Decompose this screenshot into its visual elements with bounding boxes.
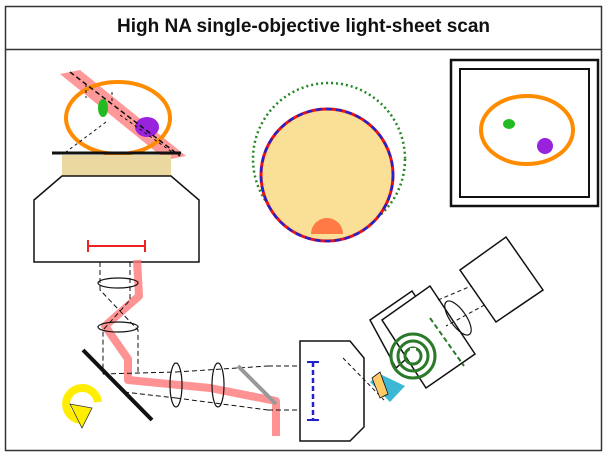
relay-lens-1	[169, 362, 183, 408]
camera-body	[458, 235, 545, 324]
relay-ray	[102, 262, 131, 374]
galvo-mirror	[81, 348, 154, 422]
scan-lens	[97, 321, 139, 333]
concentric-circles-icon	[389, 332, 437, 380]
relay-lenses	[62, 277, 278, 429]
image-panel	[449, 58, 600, 208]
immersion-medium	[62, 155, 171, 176]
sheet-axis-dashed	[69, 71, 181, 157]
objective-lens	[33, 151, 200, 263]
detected-field-dashed	[259, 107, 395, 243]
imaged-purple-object	[537, 138, 553, 154]
marginal-ray	[65, 121, 107, 153]
relay-lens-2	[211, 362, 225, 408]
purple-object	[135, 117, 159, 137]
illumination-beam-path	[99, 259, 300, 436]
light-sheet-band	[60, 70, 186, 160]
sensor-plane	[429, 317, 465, 367]
excitation-beam	[101, 259, 280, 436]
secondary-objective-body	[299, 340, 365, 442]
page-title: High NA single-objective light-sheet sca…	[116, 16, 491, 37]
sample-view	[60, 70, 186, 160]
dichroic-mirror	[236, 364, 278, 406]
marginal-ray	[119, 114, 173, 153]
imaged-sample-outline	[479, 94, 575, 166]
curved-arrow-icon	[62, 384, 102, 424]
remote-focus-objective	[299, 340, 385, 442]
full-fov-dotted	[251, 81, 407, 237]
relay-ray	[99, 262, 139, 374]
green-object	[98, 99, 108, 117]
tube-lens	[97, 277, 139, 289]
detection-path	[369, 235, 545, 402]
beam-spot	[311, 218, 343, 234]
objective-body	[33, 175, 200, 263]
field-of-view	[251, 81, 407, 243]
imaged-green-object	[503, 119, 515, 129]
tertiary-objective-tip	[371, 371, 389, 399]
curved-arrow-icon-head	[69, 403, 93, 429]
